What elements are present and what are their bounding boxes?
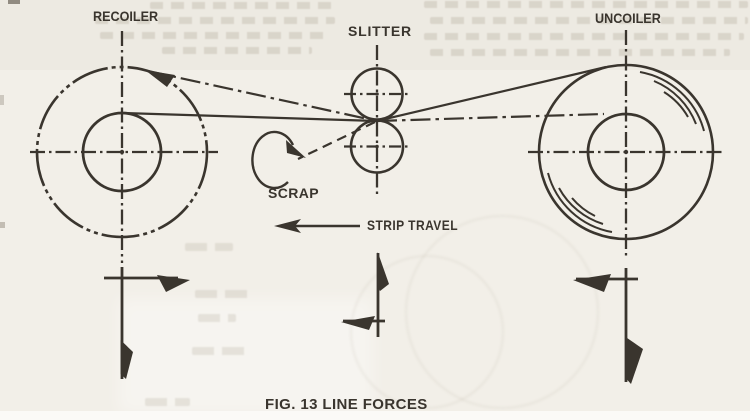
uncoiler-coil-wrap-arc xyxy=(663,91,689,118)
strip-path xyxy=(123,65,607,123)
uncoiler-force-down-arrowhead xyxy=(625,337,643,384)
slitter-force-diagram xyxy=(341,252,389,337)
scrap-label: SCRAP xyxy=(268,185,320,201)
recoiler-force-right-arrowhead xyxy=(157,275,190,292)
slitter-force-up-arrowhead xyxy=(377,252,389,291)
uncoiler-coil-wrap-arc xyxy=(547,172,613,233)
strip-travel-label: STRIP TRAVEL xyxy=(367,217,459,233)
slitter-lower-center-dot xyxy=(375,144,379,149)
uncoiler-station xyxy=(528,30,724,259)
strip-travel-arrow xyxy=(274,219,360,233)
slitter-station xyxy=(344,45,411,197)
uncoiler-coil-wrap-arc xyxy=(639,71,705,132)
strip-line-uncoiler-core-phantom xyxy=(376,112,605,123)
uncoiler-coil-wrap-arc xyxy=(653,80,697,125)
uncoiler-center-dot xyxy=(623,149,629,155)
uncoiler-force-diagram xyxy=(573,268,643,384)
recoiler-center-dot xyxy=(119,149,125,155)
uncoiler-coil-wrap-arc xyxy=(571,197,596,217)
slitter-label: SLITTER xyxy=(348,23,412,39)
scrap-curl xyxy=(251,121,376,190)
uncoiler-force-left-arrowhead xyxy=(573,274,611,292)
scrap-curl-arc xyxy=(251,130,295,190)
scrap-curl-arrowhead xyxy=(286,140,306,158)
slitter-force-left-arrowhead xyxy=(341,316,375,330)
scrap-strip-dashed-line xyxy=(297,121,376,160)
recoiler-label: RECOILER xyxy=(93,8,159,24)
strip-line-recoiler-core xyxy=(123,111,378,123)
uncoiler-coil-wrap-arc xyxy=(558,187,604,225)
recoiler-station xyxy=(30,31,218,263)
strip-line-recoiler-tangent-phantom xyxy=(147,69,378,123)
slitter-upper-center-dot xyxy=(375,92,379,96)
recoiler-force-down-arrowhead xyxy=(120,340,133,379)
recoiler-force-diagram xyxy=(104,267,190,379)
uncoiler-label: UNCOILER xyxy=(595,10,661,26)
strip-line-uncoiler-tangent xyxy=(376,65,607,123)
strip-direction-arrowhead xyxy=(145,70,175,87)
figure-caption: FIG. 13 LINE FORCES xyxy=(265,396,428,413)
strip-travel-arrowhead-left xyxy=(274,219,301,233)
